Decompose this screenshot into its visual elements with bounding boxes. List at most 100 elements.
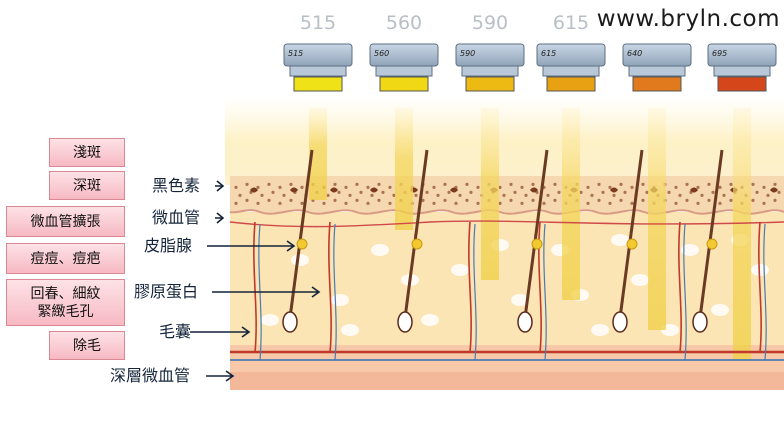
vertical-vein <box>333 223 337 361</box>
filter-head-label: 515 <box>288 49 303 58</box>
arrow-deep-capillary <box>206 370 235 382</box>
melanin-granule <box>333 198 337 202</box>
treatment-rejuvenation[interactable]: 回春、細紋 緊緻毛孔 <box>6 279 125 326</box>
melanin-granule <box>623 190 627 194</box>
vertical-artery <box>538 221 542 353</box>
melanin-granule <box>608 185 612 189</box>
melanin-granule <box>425 190 429 194</box>
collagen-dot <box>511 294 529 306</box>
collagen-dot <box>611 234 629 246</box>
blood-vessels <box>229 220 784 361</box>
melanin-granule <box>718 201 722 205</box>
melanin-granule <box>711 190 715 194</box>
melanin-granule <box>282 193 286 197</box>
filter-head-label: 590 <box>460 49 475 58</box>
collagen-dot <box>711 304 729 316</box>
melanin-granule <box>333 182 337 186</box>
treatment-light-spots[interactable]: 淺斑 <box>49 138 125 167</box>
melanin-granule <box>590 193 594 197</box>
melanin-granule <box>432 185 436 189</box>
filter-head: 515 <box>283 43 353 92</box>
melanin-granule <box>337 190 341 194</box>
treatment-hair-removal[interactable]: 除毛 <box>49 331 125 360</box>
filter-head: 695 <box>707 43 777 92</box>
melanin-cluster <box>690 187 698 193</box>
wavelength-label-560: 560 <box>385 12 423 34</box>
melanin-granule <box>520 201 524 205</box>
collagen-dot <box>371 244 389 256</box>
melanin-granule <box>443 198 447 202</box>
label-hair-follicle: 毛囊 <box>159 322 192 341</box>
collagen-dot <box>451 264 469 276</box>
hair-shaft <box>288 149 314 319</box>
sebaceous-gland <box>531 238 543 250</box>
melanin-granule <box>260 193 264 197</box>
melanin-granule <box>447 190 451 194</box>
collagen-dot <box>421 314 439 326</box>
melanin-granule <box>553 198 557 202</box>
treatment-telangiectasia[interactable]: 微血管擴張 <box>6 206 125 237</box>
follicle-bulb <box>517 311 533 333</box>
melanin-granule <box>509 198 513 202</box>
filter-crystal <box>546 76 596 92</box>
collagen-dot <box>681 244 699 256</box>
melanin-granule <box>381 190 385 194</box>
melanin-granule <box>773 182 777 186</box>
melanin-granule <box>553 182 557 186</box>
filter-crystal <box>379 76 429 92</box>
melanin-granule <box>586 201 590 205</box>
melanin-granule <box>608 201 612 205</box>
melanin-granule <box>531 182 535 186</box>
melanin-granule <box>498 185 502 189</box>
melanin-granule <box>597 182 601 186</box>
melanin-cluster <box>290 187 298 193</box>
melanin-granule <box>234 185 238 189</box>
melanin-granule <box>700 193 704 197</box>
collagen-dot <box>591 324 609 336</box>
melanin-granule <box>359 190 363 194</box>
melanin-granule <box>630 201 634 205</box>
melanin-granule <box>377 198 381 202</box>
watermark: www.bryln.com <box>594 6 782 32</box>
light-beam <box>562 108 580 300</box>
melanin-granule <box>707 182 711 186</box>
melanin-granule <box>300 185 304 189</box>
melanin-granule <box>718 185 722 189</box>
wavelength-label-515: 515 <box>299 12 337 34</box>
wavelength-label-615: 615 <box>552 12 590 34</box>
label-capillary: 微血管 <box>152 208 201 227</box>
hair-shaft <box>618 149 644 319</box>
dermis-layer <box>230 212 784 347</box>
melanin-granule <box>370 193 374 197</box>
melanin-granule <box>509 182 513 186</box>
melanin-granule <box>326 193 330 197</box>
sebaceous-gland <box>706 238 718 250</box>
melanin-granule <box>729 182 733 186</box>
melanin-granule <box>502 193 506 197</box>
hair-shaft <box>698 149 724 319</box>
melanin-granule <box>476 185 480 189</box>
melanin-cluster <box>450 187 458 193</box>
filter-head-label: 640 <box>627 49 642 58</box>
follicle-bulb <box>692 311 708 333</box>
treatment-acne[interactable]: 痘痘、痘疤 <box>6 243 125 274</box>
vertical-artery <box>678 221 682 353</box>
melanin-granule <box>531 198 535 202</box>
layer-arrows <box>190 180 321 382</box>
melanin-granule <box>465 198 469 202</box>
collagen-dot <box>331 294 349 306</box>
melanin-granule <box>513 190 517 194</box>
melanin-granule <box>678 193 682 197</box>
follicle-bulb <box>282 311 298 333</box>
melanin-cluster <box>370 187 378 193</box>
melanin-granule <box>579 190 583 194</box>
melanin-granule <box>344 201 348 205</box>
treatment-dark-spots[interactable]: 深斑 <box>49 171 125 200</box>
label-sebaceous-gland: 皮脂腺 <box>144 236 193 255</box>
filter-crystal <box>717 76 767 92</box>
melanin-granule <box>722 193 726 197</box>
filter-crystal <box>293 76 343 92</box>
melanin-granule <box>278 185 282 189</box>
melanin-granule <box>458 193 462 197</box>
